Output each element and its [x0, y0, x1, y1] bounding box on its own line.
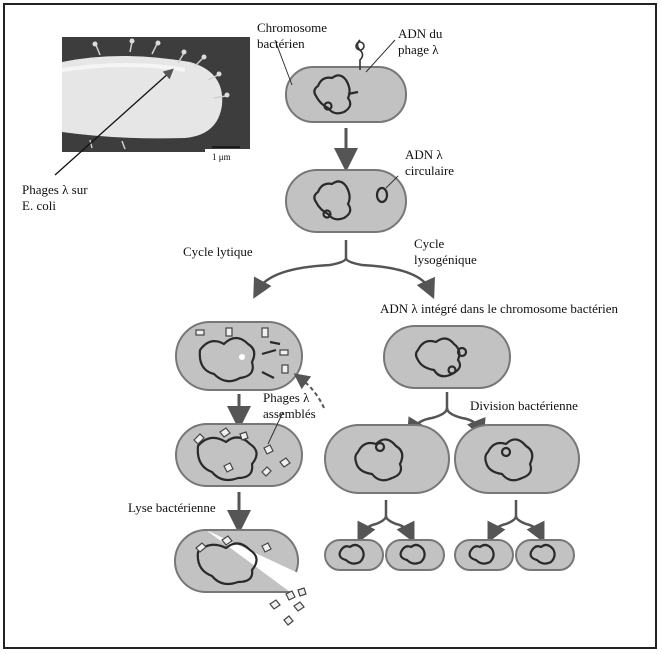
lysis-label: Lyse bactérienne [128, 500, 216, 515]
fork-right-2b [514, 515, 545, 543]
integrated-dna-label: ADN λ intégré dans le chromosome bactéri… [380, 301, 619, 316]
cell-lytic-replication [175, 321, 303, 391]
micrograph-photo [61, 37, 250, 163]
cell-infection [274, 39, 407, 123]
phage-dna-label: ADN du phage λ [398, 26, 443, 57]
division-label: Division bactérienne [470, 398, 578, 413]
fork-lytic [253, 240, 348, 299]
phage-dna-pointer [365, 39, 396, 73]
granddaughter-cells [324, 539, 575, 571]
chromosome-pointer [274, 39, 293, 86]
cell-circular-dna [285, 169, 407, 233]
cell-integrated [383, 325, 511, 389]
fork-division-right [445, 407, 486, 440]
daughter-cell-left [324, 424, 450, 494]
cell-phages-assembled [175, 411, 303, 487]
cell-lysis [174, 529, 307, 626]
circular-dna-pointer [385, 175, 399, 189]
fork-left-2b [384, 515, 415, 543]
fork-left-2a [357, 500, 388, 543]
chromosome-label: Chromosome bactérien [257, 20, 328, 51]
fork-lysogenic [344, 257, 435, 300]
phages-on-ecoli-label: Phages λ sur E. coli [22, 182, 88, 213]
assembled-phages-label: Phages λ assemblés [263, 390, 316, 421]
arrow-assembly-dashed [293, 373, 325, 409]
phages-pointer-arrow [54, 68, 174, 176]
lytic-cycle-label: Cycle lytique [183, 244, 253, 259]
circular-dna-label: ADN λ circulaire [405, 147, 455, 178]
fork-right-2a [487, 500, 518, 543]
lysogenic-cycle-label: Cycle lysogénique [414, 236, 477, 267]
scale-label: 1 μm [212, 152, 231, 162]
daughter-cell-right [454, 424, 580, 494]
figure-border [3, 3, 657, 649]
assembled-pointer [267, 411, 284, 445]
